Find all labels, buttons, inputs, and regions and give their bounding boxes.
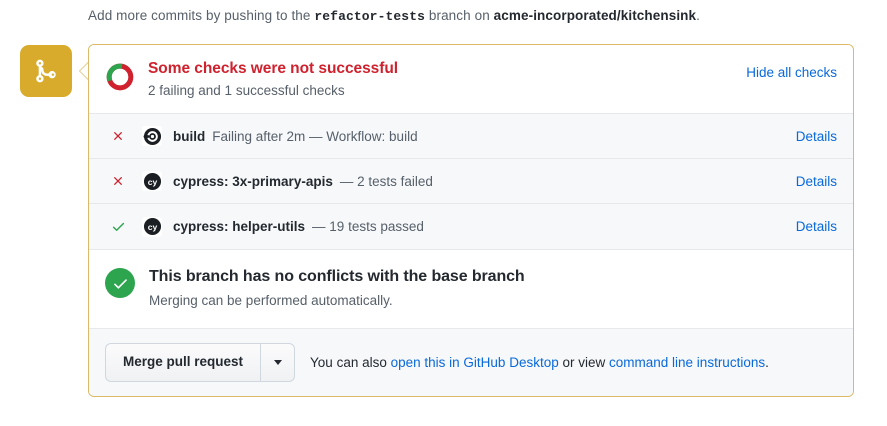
cypress-icon: cy xyxy=(142,216,162,237)
git-merge-badge xyxy=(20,45,72,97)
command-line-instructions-link[interactable]: command line instructions xyxy=(609,354,766,370)
check-name: build xyxy=(173,128,206,144)
checks-donut-chart xyxy=(105,62,135,92)
checks-list: build Failing after 2m — Workflow: build… xyxy=(89,113,853,250)
check-description: Failing after 2m — Workflow: build xyxy=(212,128,418,144)
check-circle-icon xyxy=(105,268,135,299)
push-commits-notice: Add more commits by pushing to the refac… xyxy=(88,8,700,24)
checks-title: Some checks were not successful xyxy=(148,60,399,77)
help-suffix: . xyxy=(765,354,769,370)
check-details-link[interactable]: Details xyxy=(795,173,837,189)
check-icon xyxy=(105,219,131,234)
panel-arrow-fill xyxy=(80,62,89,80)
merge-button-group: Merge pull request xyxy=(105,343,296,382)
svg-text:cy: cy xyxy=(147,177,157,187)
merge-options-dropdown-button[interactable] xyxy=(260,343,296,382)
help-middle: or view xyxy=(562,354,606,370)
cypress-icon: cy xyxy=(142,171,162,192)
check-name: cypress: 3x-primary-apis xyxy=(173,173,333,189)
check-details-link[interactable]: Details xyxy=(795,128,837,144)
git-merge-icon xyxy=(33,58,59,84)
x-icon xyxy=(105,129,131,143)
hide-all-checks-link[interactable]: Hide all checks xyxy=(746,65,837,80)
check-description: — 19 tests passed xyxy=(312,219,424,235)
notice-suffix: . xyxy=(696,8,700,23)
x-icon xyxy=(105,174,131,188)
conflicts-title: This branch has no conflicts with the ba… xyxy=(149,268,525,286)
merge-help-text: You can also open this in GitHub Desktop… xyxy=(310,355,769,370)
check-row[interactable]: build Failing after 2m — Workflow: build… xyxy=(89,114,853,160)
github-actions-icon xyxy=(142,126,162,147)
check-row[interactable]: cy cypress: 3x-primary-apis — 2 tests fa… xyxy=(89,159,853,205)
notice-prefix: Add more commits by pushing to the xyxy=(88,8,311,23)
merge-status-badge xyxy=(20,45,72,97)
check-row[interactable]: cy cypress: helper-utils — 19 tests pass… xyxy=(89,204,853,249)
checks-summary: 2 failing and 1 successful checks xyxy=(148,83,345,99)
checks-header: Some checks were not successful 2 failin… xyxy=(89,45,853,114)
merge-conflicts-section: This branch has no conflicts with the ba… xyxy=(89,249,853,329)
open-in-github-desktop-link[interactable]: open this in GitHub Desktop xyxy=(390,354,559,370)
repository-name: acme-incorporated/kitchensink xyxy=(493,8,697,23)
svg-text:cy: cy xyxy=(147,222,157,232)
check-name: cypress: helper-utils xyxy=(173,219,306,235)
check-description: — 2 tests failed xyxy=(339,173,433,189)
conflicts-subtitle: Merging can be performed automatically. xyxy=(149,293,393,309)
merge-pull-request-button[interactable]: Merge pull request xyxy=(105,343,261,382)
notice-middle: branch on xyxy=(428,8,490,23)
chevron-down-icon xyxy=(273,359,282,365)
merge-action-bar: Merge pull request You can also open thi… xyxy=(89,328,853,396)
help-prefix: You can also xyxy=(310,354,387,370)
branch-name: refactor-tests xyxy=(314,9,425,24)
merge-status-panel: Some checks were not successful 2 failin… xyxy=(88,44,854,397)
check-details-link[interactable]: Details xyxy=(795,219,837,235)
